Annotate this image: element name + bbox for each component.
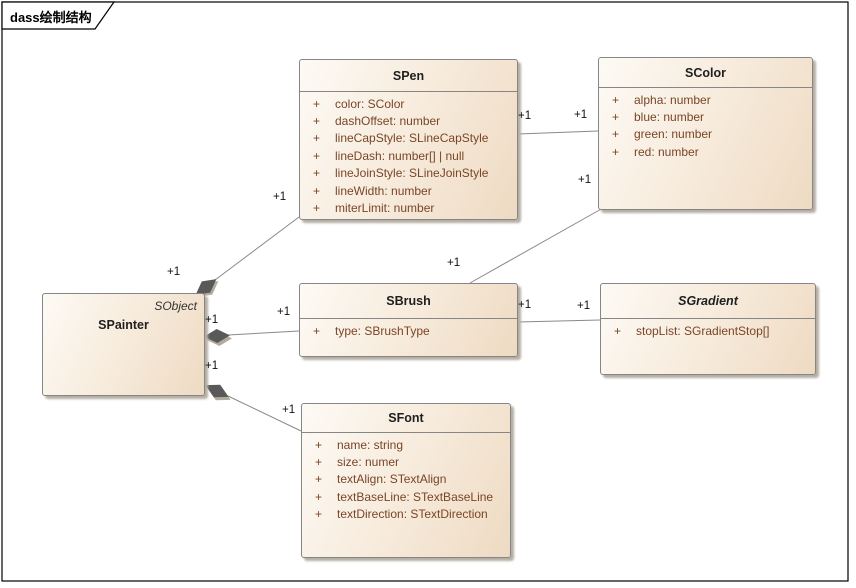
- visibility-marker: +: [614, 323, 622, 338]
- attribute-text: name: string: [337, 437, 404, 452]
- composition-spainter-sbrush[interactable]: [227, 330, 300, 336]
- attribute-text: lineWidth: number: [335, 183, 432, 198]
- class-title: SPainter: [98, 318, 149, 332]
- multiplicity-label: +1: [282, 404, 296, 416]
- attribute: + alpha: number: [599, 91, 812, 108]
- visibility-marker: +: [612, 144, 620, 159]
- attribute: + lineJoinStyle: SLineJoinStyle: [300, 165, 517, 182]
- multiplicity-label: +1: [277, 306, 291, 318]
- visibility-marker: +: [612, 110, 620, 125]
- visibility-marker: +: [315, 455, 323, 470]
- attribute-text: textAlign: STextAlign: [337, 472, 447, 487]
- visibility-marker: +: [315, 489, 323, 504]
- multiplicity-label: +1: [578, 174, 592, 186]
- multiplicity-label: +1: [574, 109, 588, 121]
- class-spen[interactable]: SPen + color: SColor + dashOffset: number …: [299, 59, 518, 220]
- attribute-section: + name: string + size: numer + textAlign: S…: [302, 433, 510, 523]
- visibility-marker: +: [313, 323, 321, 338]
- visibility-marker: +: [313, 148, 321, 163]
- attribute: + dashOffset: number: [300, 112, 517, 129]
- class-stereotype: SObject: [154, 299, 197, 313]
- attribute-section: + color: SColor + dashOffset: number + line…: [300, 92, 517, 217]
- attribute-text: miterLimit: number: [335, 201, 435, 216]
- multiplicity-label: +1: [273, 191, 287, 203]
- composition-spainter-spen[interactable]: [214, 216, 300, 281]
- association-sbrush-sgradient[interactable]: [517, 319, 601, 323]
- attribute-text: stopList: SGradientStop[]: [636, 323, 770, 338]
- composition-diamond-sfont: [205, 384, 229, 398]
- attribute-section: + type: SBrushType: [300, 319, 517, 339]
- class-scolor[interactable]: SColor + alpha: number + blue: number + gre…: [598, 57, 813, 210]
- attribute-text: lineDash: number[] | null: [335, 148, 465, 163]
- multiplicity-label: +1: [447, 257, 461, 269]
- attribute-section: + stopList: SGradientStop[]: [601, 319, 815, 339]
- visibility-marker: +: [315, 437, 323, 452]
- class-spainter[interactable]: SObject SPainter: [42, 293, 205, 396]
- visibility-marker: +: [612, 127, 620, 142]
- multiplicity-label: +1: [577, 300, 591, 312]
- attribute-text: textDirection: STextDirection: [337, 507, 488, 522]
- diagram-frame-tab: [1, 1, 116, 30]
- composition-diamond-sbrush: [204, 329, 230, 343]
- visibility-marker: +: [313, 114, 321, 129]
- multiplicity-label: +1: [518, 110, 532, 122]
- class-title: SGradient: [601, 284, 815, 319]
- attribute: + color: SColor: [300, 95, 517, 112]
- association-spen-scolor[interactable]: [517, 130, 599, 135]
- class-sgradient[interactable]: SGradient + stopList: SGradientStop[]: [600, 283, 816, 375]
- attribute: + type: SBrushType: [300, 322, 517, 339]
- diagram-title: dass绘制结构: [10, 10, 92, 25]
- class-title: SColor: [599, 58, 812, 88]
- attribute-section: + alpha: number + blue: number + green: num…: [599, 88, 812, 161]
- attribute: + blue: number: [599, 108, 812, 125]
- attribute: + textAlign: STextAlign: [302, 471, 510, 488]
- visibility-marker: +: [612, 92, 620, 107]
- attribute-text: textBaseLine: STextBaseLine: [337, 489, 494, 504]
- visibility-marker: +: [313, 96, 321, 111]
- attribute-text: dashOffset: number: [335, 114, 441, 129]
- attribute: + textBaseLine: STextBaseLine: [302, 488, 510, 505]
- attribute-text: lineJoinStyle: SLineJoinStyle: [335, 166, 489, 181]
- attribute-text: red: number: [634, 144, 699, 159]
- visibility-marker: +: [315, 472, 323, 487]
- attribute: + textDirection: STextDirection: [302, 506, 510, 523]
- diagram-frame-border: [1, 1, 849, 582]
- class-sfont[interactable]: SFont + name: string + size: numer + textAl…: [301, 403, 511, 558]
- attribute-text: type: SBrushType: [335, 323, 430, 338]
- class-title: SBrush: [300, 284, 517, 319]
- attribute: + name: string: [302, 436, 510, 453]
- class-title: SFont: [302, 404, 510, 433]
- visibility-marker: +: [315, 507, 323, 522]
- attribute: + lineCapStyle: SLineCapStyle: [300, 130, 517, 147]
- visibility-marker: +: [313, 131, 321, 146]
- visibility-marker: +: [313, 166, 321, 181]
- attribute: + lineDash: number[] | null: [300, 147, 517, 164]
- multiplicity-label: +1: [205, 314, 219, 326]
- association-sbrush-scolor[interactable]: [469, 207, 604, 284]
- multiplicity-label: +1: [167, 266, 181, 278]
- attribute: + miterLimit: number: [300, 199, 517, 216]
- visibility-marker: +: [313, 201, 321, 216]
- attribute-text: size: numer: [337, 455, 400, 470]
- class-title: SPen: [300, 60, 517, 92]
- attribute-text: color: SColor: [335, 96, 405, 111]
- attribute: + green: number: [599, 126, 812, 143]
- attribute: + lineWidth: number: [300, 182, 517, 199]
- composition-diamond-spen: [195, 279, 217, 295]
- attribute: + size: numer: [302, 453, 510, 470]
- attribute-text: blue: number: [634, 110, 705, 125]
- attribute-text: green: number: [634, 127, 713, 142]
- attribute-text: alpha: number: [634, 92, 711, 107]
- attribute-text: lineCapStyle: SLineCapStyle: [335, 131, 489, 146]
- multiplicity-label: +1: [205, 360, 219, 372]
- visibility-marker: +: [313, 183, 321, 198]
- class-sbrush[interactable]: SBrush + type: SBrushType: [299, 283, 518, 357]
- multiplicity-label: +1: [518, 299, 532, 311]
- attribute: + red: number: [599, 143, 812, 160]
- composition-spainter-sfont[interactable]: [227, 395, 302, 432]
- attribute: + stopList: SGradientStop[]: [601, 322, 815, 339]
